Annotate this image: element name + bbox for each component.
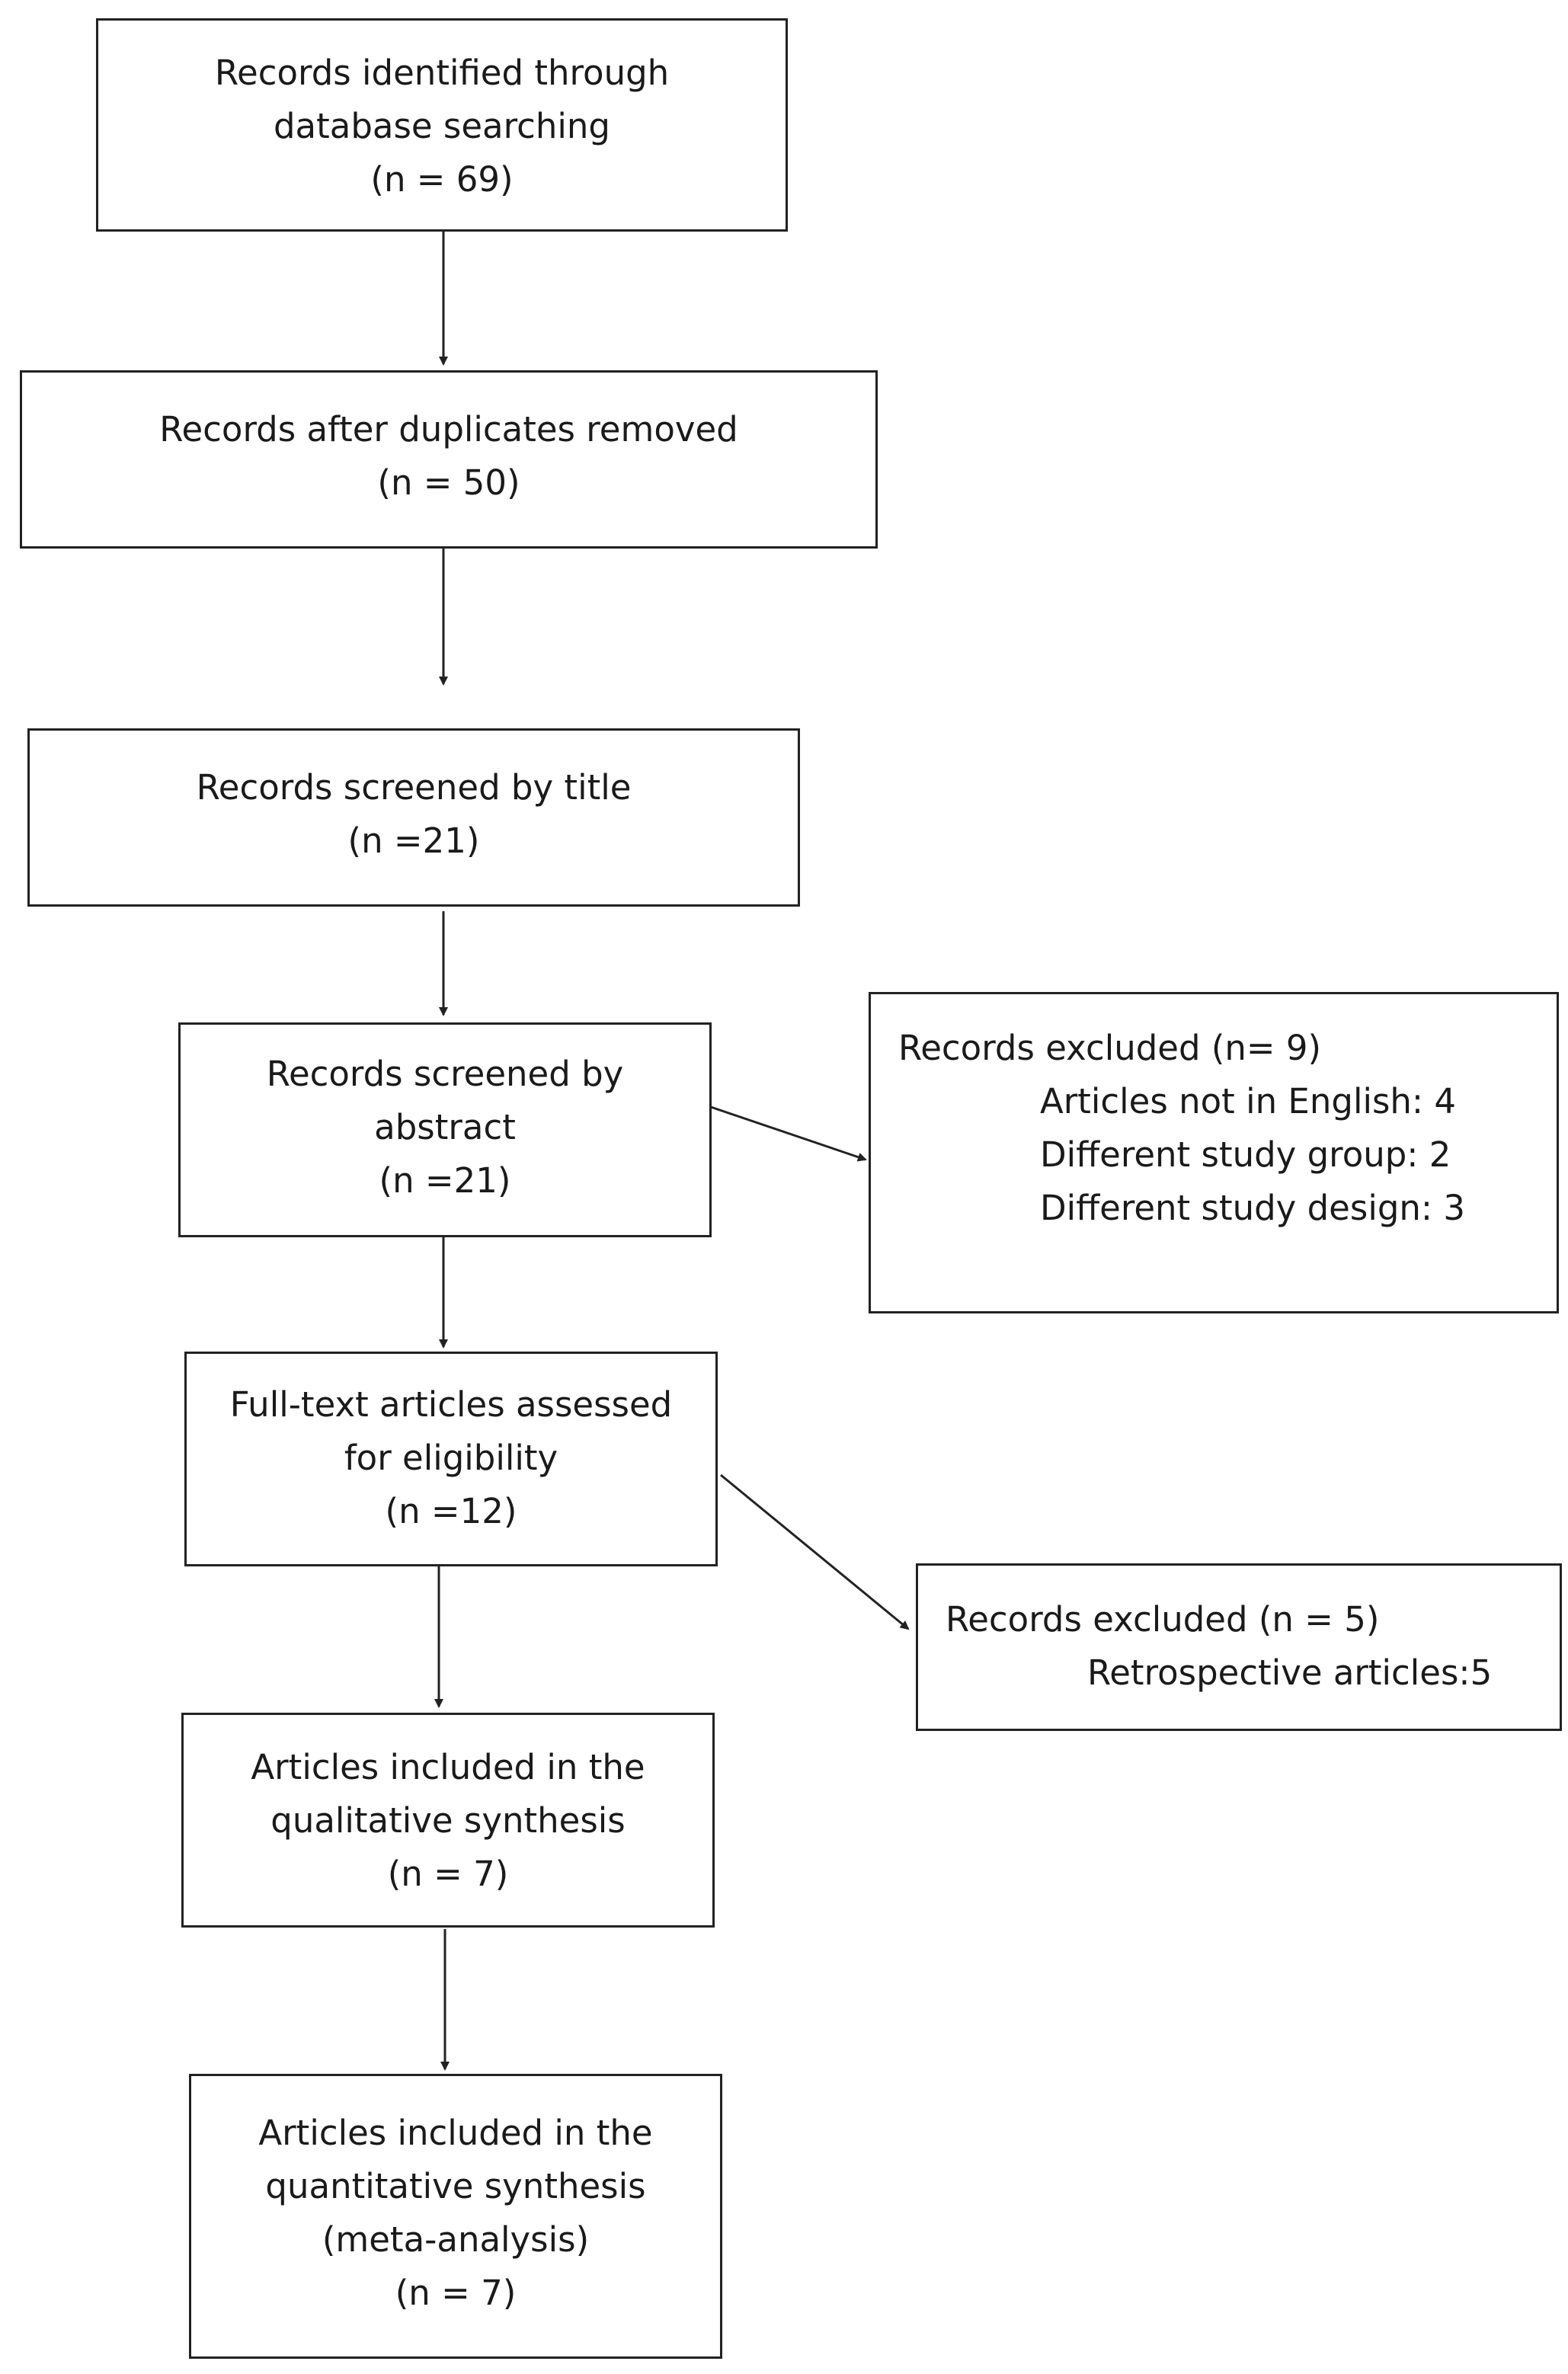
records-screened-abstract-line-1: Records screened by [266, 1054, 624, 1094]
records-after-duplicates-label: Records after duplicates removed [159, 409, 738, 450]
quantitative-synthesis-count: (n = 7) [395, 2273, 517, 2313]
excluded-reason-language: Articles not in English: 4 [1040, 1081, 1457, 1121]
records-screened-title-label: Records screened by title [196, 767, 632, 808]
qualitative-synthesis-count: (n = 7) [387, 1854, 509, 1894]
arrow-fulltext-to-exclusions [720, 1473, 910, 1630]
records-excluded-fulltext-title: Records excluded (n = 5) [946, 1599, 1380, 1640]
qualitative-synthesis-line-1: Articles included in the [251, 1747, 645, 1787]
quantitative-synthesis-line-1: Articles included in the [258, 2113, 653, 2153]
excluded-reason-study-design: Different study design: 3 [1040, 1188, 1465, 1228]
records-screened-abstract-line-2: abstract [374, 1107, 516, 1147]
full-text-assessed-line-1: Full-text articles assessed [229, 1384, 673, 1425]
records-identified-line-1: Records identified through [214, 53, 670, 93]
records-excluded-abstract-box: Records excluded (n= 9) Articles not in … [869, 992, 1559, 1313]
full-text-assessed-count: (n =12) [385, 1491, 517, 1531]
arrow-abstract-to-exclusions [708, 1105, 867, 1162]
records-identified-box: Records identified through database sear… [96, 18, 788, 232]
records-identified-count: (n = 69) [370, 159, 514, 200]
quantitative-synthesis-box: Articles included in the quantitative sy… [189, 2074, 722, 2359]
records-after-duplicates-count: (n = 50) [377, 462, 520, 503]
records-screened-title-box: Records screened by title (n =21) [27, 728, 800, 907]
qualitative-synthesis-line-2: qualitative synthesis [270, 1800, 626, 1841]
records-excluded-fulltext-box: Records excluded (n = 5) Retrospective a… [916, 1563, 1562, 1731]
full-text-assessed-box: Full-text articles assessed for eligibil… [184, 1352, 718, 1566]
full-text-assessed-line-2: for eligibility [344, 1438, 558, 1478]
records-screened-title-count: (n =21) [347, 821, 480, 861]
qualitative-synthesis-box: Articles included in the qualitative syn… [181, 1713, 715, 1928]
excluded-reason-study-group: Different study group: 2 [1040, 1134, 1451, 1175]
quantitative-synthesis-line-3: (meta-analysis) [322, 2219, 590, 2260]
records-screened-abstract-count: (n =21) [379, 1160, 511, 1201]
records-identified-line-2: database searching [273, 106, 610, 146]
quantitative-synthesis-line-2: quantitative synthesis [265, 2166, 646, 2206]
records-after-duplicates-box: Records after duplicates removed (n = 50… [20, 370, 878, 549]
records-screened-abstract-box: Records screened by abstract (n =21) [178, 1022, 712, 1237]
records-excluded-abstract-title: Records excluded (n= 9) [898, 1028, 1322, 1068]
excluded-reason-retrospective: Retrospective articles:5 [1087, 1653, 1493, 1693]
